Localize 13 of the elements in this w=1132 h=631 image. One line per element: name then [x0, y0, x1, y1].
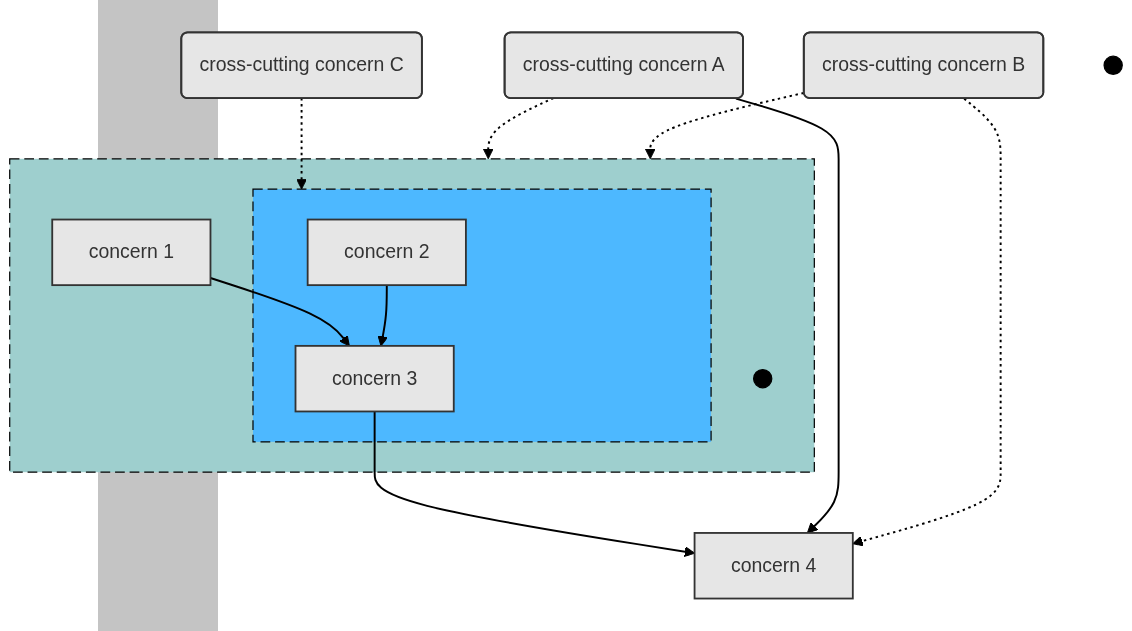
node-circle [1103, 55, 1123, 75]
cluster [252, 188, 712, 443]
node-box: concern 1 [51, 218, 212, 287]
node-box: concern 2 [306, 218, 467, 287]
cluster [9, 158, 815, 473]
arrow [296, 97, 307, 190]
arrow [377, 284, 389, 347]
arrow [852, 97, 1002, 547]
node-box: concern 4 [693, 532, 854, 600]
node-box: concern 3 [294, 344, 455, 413]
arrow [644, 91, 805, 160]
arrow [735, 97, 840, 534]
node-circle [753, 368, 773, 389]
